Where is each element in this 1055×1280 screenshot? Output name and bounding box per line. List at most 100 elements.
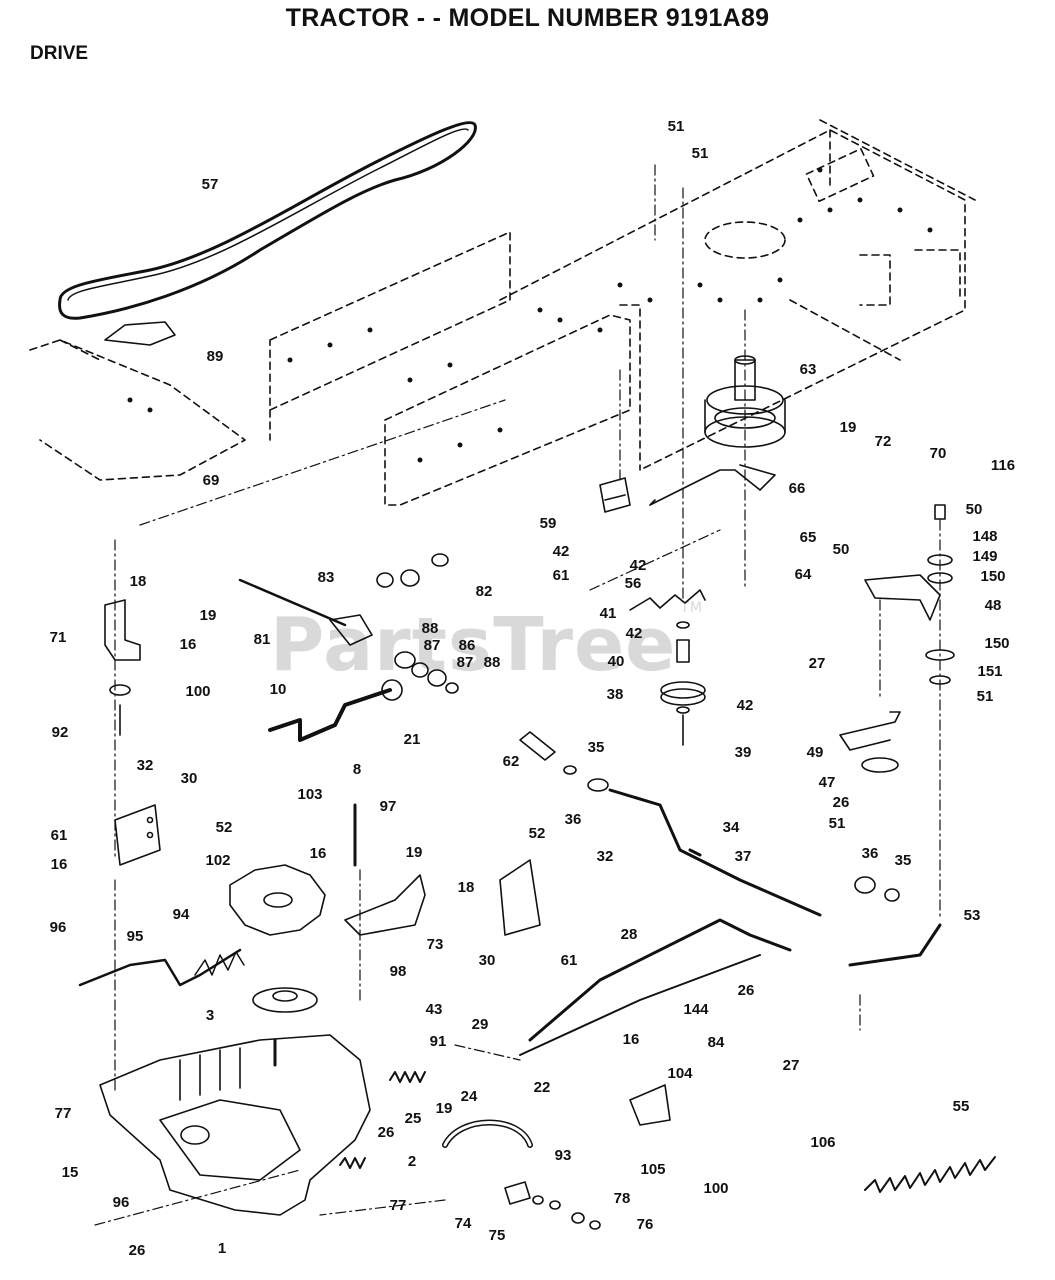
callout-103: 103 — [297, 786, 322, 803]
shift-knob — [381, 679, 403, 701]
spring-41 — [629, 589, 706, 611]
callout-100: 100 — [703, 1180, 728, 1197]
callout-51: 51 — [977, 688, 994, 705]
callout-76: 76 — [637, 1216, 654, 1233]
leader-lines — [94, 164, 941, 1226]
bracket-30-left — [114, 804, 161, 866]
callout-71: 71 — [50, 629, 67, 646]
callout-26: 26 — [833, 794, 850, 811]
washer-35 — [884, 888, 900, 902]
callout-30: 30 — [479, 952, 496, 969]
callout-77: 77 — [55, 1105, 72, 1122]
rod-28 — [528, 918, 792, 1042]
callout-151: 151 — [977, 663, 1002, 680]
callout-84: 84 — [708, 1034, 725, 1051]
callout-47: 47 — [819, 774, 836, 791]
spring-2 — [339, 1157, 366, 1169]
callout-42: 42 — [630, 557, 647, 574]
shift-rod — [238, 578, 347, 627]
callout-26: 26 — [378, 1124, 395, 1141]
callout-55: 55 — [953, 1098, 970, 1115]
callout-78: 78 — [614, 1190, 631, 1207]
callout-62: 62 — [503, 753, 520, 770]
callout-36: 36 — [565, 811, 582, 828]
callout-24: 24 — [461, 1088, 478, 1105]
callout-96: 96 — [113, 1194, 130, 1211]
callout-16: 16 — [623, 1031, 640, 1048]
tube-62 — [519, 731, 556, 761]
callout-57: 57 — [202, 176, 219, 193]
bracket-49 — [839, 711, 901, 751]
callout-73: 73 — [427, 936, 444, 953]
hose-93 — [442, 1119, 533, 1148]
callout-51: 51 — [829, 815, 846, 832]
callout-52: 52 — [529, 825, 546, 842]
callout-87: 87 — [457, 654, 474, 671]
callout-61: 61 — [561, 952, 578, 969]
bracket-48 — [864, 574, 941, 621]
bracket-104 — [629, 1084, 671, 1126]
callout-18: 18 — [130, 573, 147, 590]
callout-51: 51 — [692, 145, 709, 162]
callout-34: 34 — [723, 819, 740, 836]
callout-8: 8 — [353, 761, 361, 778]
callout-75: 75 — [489, 1227, 506, 1244]
callout-105: 105 — [640, 1161, 665, 1178]
callout-32: 32 — [597, 848, 614, 865]
callout-32: 32 — [137, 757, 154, 774]
callout-64: 64 — [795, 566, 812, 583]
callout-66: 66 — [789, 480, 806, 497]
callout-10: 10 — [270, 681, 287, 698]
transaxle-pulley — [252, 987, 318, 1013]
callout-40: 40 — [608, 653, 625, 670]
rod-34 — [608, 788, 822, 917]
callout-37: 37 — [735, 848, 752, 865]
callout-41: 41 — [600, 605, 617, 622]
callout-50: 50 — [833, 541, 850, 558]
callout-53: 53 — [964, 907, 981, 924]
callout-19: 19 — [436, 1100, 453, 1117]
callout-86: 86 — [459, 637, 476, 654]
callout-19: 19 — [840, 419, 857, 436]
callout-18: 18 — [458, 879, 475, 896]
callout-96: 96 — [50, 919, 67, 936]
callout-15: 15 — [62, 1164, 79, 1181]
callout-42: 42 — [626, 625, 643, 642]
callout-59: 59 — [540, 515, 557, 532]
callout-48: 48 — [985, 597, 1002, 614]
callout-91: 91 — [430, 1033, 447, 1050]
washer-36 — [854, 876, 876, 894]
callout-19: 19 — [200, 607, 217, 624]
callout-36: 36 — [862, 845, 879, 862]
callout-26: 26 — [129, 1242, 146, 1259]
watermark-text: PartsTree — [270, 602, 677, 688]
callout-25: 25 — [405, 1110, 422, 1127]
callout-63: 63 — [800, 361, 817, 378]
washers-83-88 — [376, 553, 459, 694]
spring-25 — [389, 1071, 426, 1083]
callout-2: 2 — [408, 1153, 416, 1170]
callout-100: 100 — [185, 683, 210, 700]
callout-35: 35 — [895, 852, 912, 869]
callout-27: 27 — [783, 1057, 800, 1074]
callout-35: 35 — [588, 739, 605, 756]
callout-94: 94 — [173, 906, 190, 923]
callout-51: 51 — [668, 118, 685, 135]
callout-104: 104 — [667, 1065, 693, 1082]
callout-19: 19 — [406, 844, 423, 861]
callout-22: 22 — [534, 1079, 551, 1096]
callout-61: 61 — [553, 567, 570, 584]
callout-21: 21 — [404, 731, 421, 748]
callout-56: 56 — [625, 575, 642, 592]
callout-88: 88 — [484, 654, 501, 671]
callout-16: 16 — [51, 856, 68, 873]
callout-102: 102 — [205, 852, 230, 869]
callout-88: 88 — [422, 620, 439, 637]
rod-53 — [848, 923, 942, 967]
callout-89: 89 — [207, 348, 224, 365]
frame-cutout-square — [805, 147, 875, 203]
callout-92: 92 — [52, 724, 69, 741]
pulley-47 — [861, 757, 899, 773]
